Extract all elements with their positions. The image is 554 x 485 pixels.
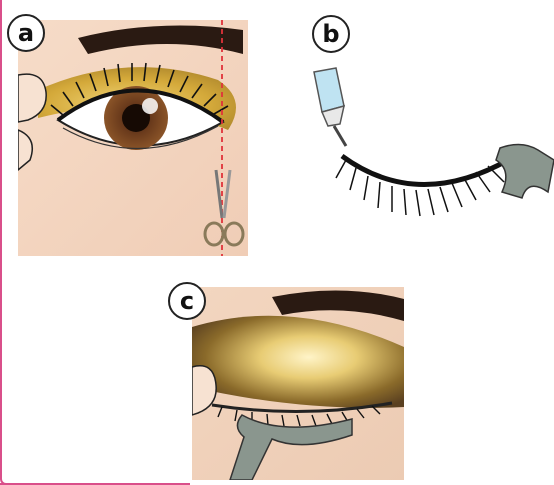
pink-frame-border <box>0 0 6 485</box>
label-b: b <box>312 15 350 53</box>
panel-a-measure-lash <box>18 20 248 256</box>
eye-illustration <box>18 20 248 256</box>
panel-b-apply-glue <box>300 28 554 228</box>
label-c: c <box>168 282 206 320</box>
label-a: a <box>7 14 45 52</box>
panel-c-place-lash <box>192 287 404 480</box>
closed-eye-illustration <box>192 287 404 480</box>
false-eyelash-illustration <box>300 28 554 228</box>
glue-tube-icon <box>314 68 346 146</box>
applicator-tweezers-icon <box>496 144 554 198</box>
